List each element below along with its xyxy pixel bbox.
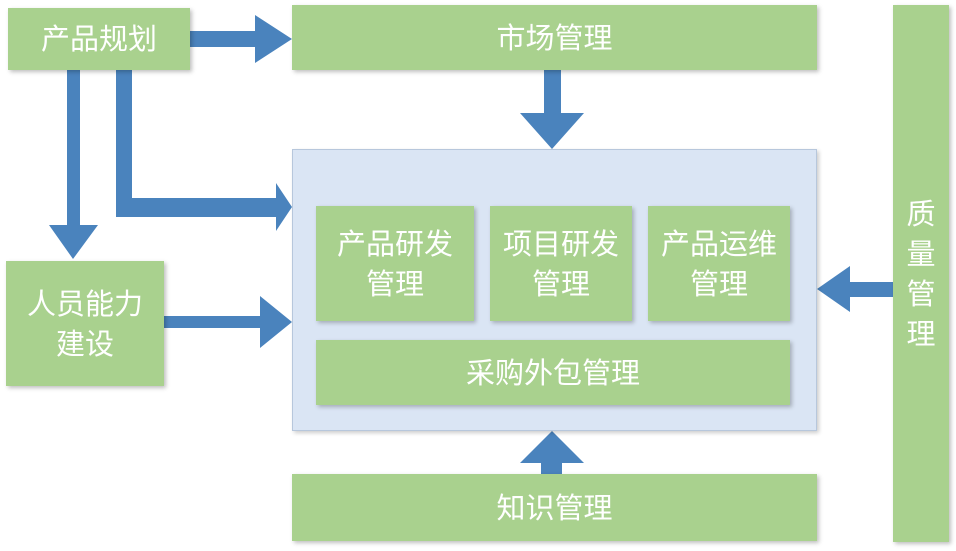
node-knowledge-management: 知识管理 <box>292 474 817 541</box>
arrow-planning-to-people <box>49 70 98 259</box>
node-product-ops: 产品运维 管理 <box>648 206 790 321</box>
arrow-planning-to-market <box>190 15 292 63</box>
node-market-management-label: 市场管理 <box>496 20 613 55</box>
node-quality-management-label: 质 量 管 理 <box>906 196 936 351</box>
node-market-management: 市场管理 <box>292 5 817 70</box>
node-quality-management: 质 量 管 理 <box>893 5 949 542</box>
arrow-people-to-core <box>164 296 292 348</box>
node-knowledge-management-label: 知识管理 <box>496 490 613 525</box>
arrow-market-to-core <box>520 70 584 149</box>
arrow-quality-to-core <box>817 266 893 312</box>
node-project-rd-label: 项目研发 管理 <box>502 226 619 301</box>
node-product-planning: 产品规划 <box>8 8 190 70</box>
node-procurement-outsourcing-label: 采购外包管理 <box>465 355 640 390</box>
node-product-ops-label: 产品运维 管理 <box>660 226 777 301</box>
node-project-rd: 项目研发 管理 <box>490 206 632 321</box>
node-product-planning-label: 产品规划 <box>40 22 157 56</box>
node-procurement-outsourcing: 采购外包管理 <box>316 340 790 405</box>
arrow-knowledge-to-core <box>520 431 584 474</box>
arrow-planning-to-core <box>116 70 292 231</box>
node-product-rd-label: 产品研发 管理 <box>336 226 453 301</box>
node-people-capability: 人员能力 建设 <box>6 261 164 386</box>
node-product-rd: 产品研发 管理 <box>316 206 474 321</box>
node-people-capability-label: 人员能力 建设 <box>26 286 143 361</box>
